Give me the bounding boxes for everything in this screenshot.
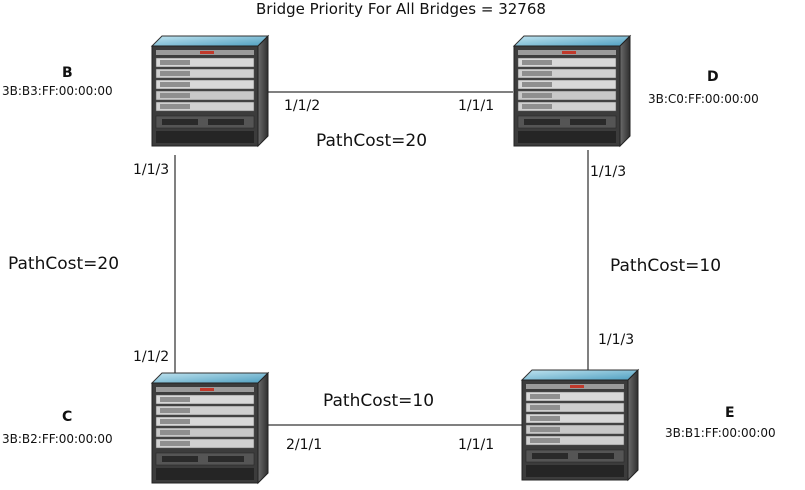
pathcost-b-c: PathCost=20 xyxy=(8,254,120,274)
bridge-c-name: C xyxy=(62,409,73,425)
pathcost-b-d: PathCost=20 xyxy=(316,131,428,151)
bridge-b-name: B xyxy=(62,65,73,81)
bridge-e-name: E xyxy=(725,405,735,421)
port-e-to-d: 1/1/3 xyxy=(598,332,635,348)
port-d-to-b: 1/1/1 xyxy=(458,98,495,114)
bridge-c-chassis-icon xyxy=(151,372,269,484)
port-e-to-c: 1/1/1 xyxy=(458,437,495,453)
port-b-to-c: 1/1/3 xyxy=(133,162,170,178)
port-c-to-e: 2/1/1 xyxy=(286,437,323,453)
port-c-to-b: 1/1/2 xyxy=(133,349,170,365)
bridge-b-mac: 3B:B3:FF:00:00:00 xyxy=(2,84,113,98)
diagram-title: Bridge Priority For All Bridges = 32768 xyxy=(256,0,546,18)
bridge-c-mac: 3B:B2:FF:00:00:00 xyxy=(2,432,113,446)
bridge-e-mac: 3B:B1:FF:00:00:00 xyxy=(665,426,776,440)
pathcost-d-e: PathCost=10 xyxy=(610,256,722,276)
port-b-to-d: 1/1/2 xyxy=(284,98,321,114)
pathcost-c-e: PathCost=10 xyxy=(323,391,435,411)
port-d-to-e: 1/1/3 xyxy=(590,164,627,180)
bridge-b-chassis-icon xyxy=(151,35,269,147)
bridge-d-chassis-icon xyxy=(513,35,631,147)
bridge-d-name: D xyxy=(707,69,719,85)
bridge-d-mac: 3B:C0:FF:00:00:00 xyxy=(648,92,759,106)
bridge-e-chassis-icon xyxy=(521,369,639,481)
